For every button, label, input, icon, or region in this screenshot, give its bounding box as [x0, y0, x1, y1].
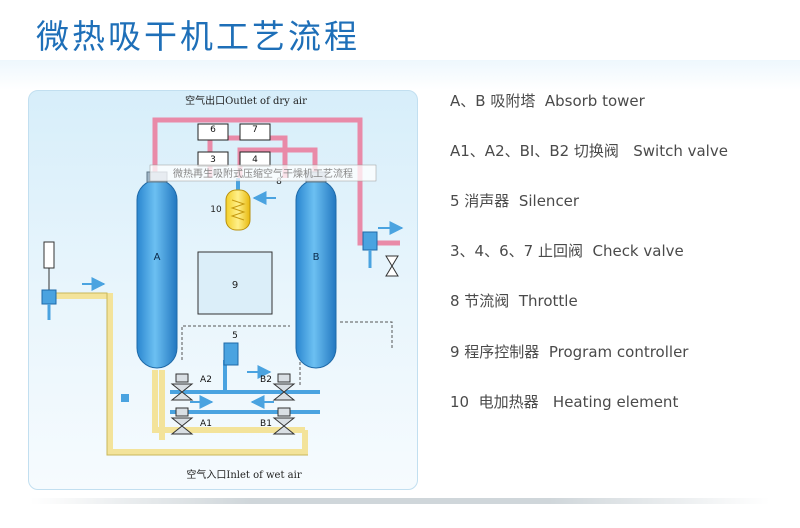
outlet-label: 空气出口Outlet of dry air — [185, 94, 307, 107]
valve-3-label: 3 — [210, 155, 216, 165]
valve-7-label: 7 — [252, 125, 258, 135]
inlet-branch-pipe — [152, 370, 305, 433]
tower-a — [136, 171, 178, 369]
silencer-label: 5 — [232, 331, 238, 341]
legend-item: A、B 吸附塔 Absorb tower — [450, 92, 645, 110]
legend-item: 5 消声器 Silencer — [450, 192, 580, 210]
header-band — [0, 60, 800, 90]
switch-valves — [170, 373, 296, 435]
tower-b-label: B — [313, 252, 320, 263]
valve-b2-label: B2 — [260, 375, 272, 385]
legend-item: 3、4、6、7 止回阀 Check valve — [450, 242, 684, 260]
inlet-gauge — [41, 241, 57, 320]
valve-6-label: 6 — [210, 125, 216, 135]
legend-item: A1、A2、BI、B2 切换阀 Switch valve — [450, 142, 728, 160]
page-title: 微热吸干机工艺流程 — [36, 17, 360, 56]
throttle-label: 8 — [276, 177, 282, 187]
heater-label: 10 — [210, 205, 222, 215]
inlet-pipe — [52, 293, 308, 455]
silencer — [223, 342, 239, 366]
valve-b1-label: B1 — [260, 419, 272, 429]
valve-4-label: 4 — [252, 155, 258, 165]
check-valves — [197, 123, 271, 167]
bottom-divider — [30, 498, 770, 504]
program-controller — [197, 251, 273, 315]
drain-indicator — [121, 394, 129, 402]
legend-item: 9 程序控制器 Program controller — [450, 343, 689, 361]
valve-a2-label: A2 — [200, 375, 212, 385]
tower-b — [295, 171, 337, 369]
yellow-pipes — [52, 293, 308, 455]
valve-a1-label: A1 — [200, 419, 212, 429]
inlet-label: 空气入口Inlet of wet air — [186, 468, 301, 481]
outlet-filter — [362, 231, 399, 277]
legend-item: 8 节流阀 Throttle — [450, 292, 578, 310]
controller-label: 9 — [232, 280, 238, 291]
control-lines — [181, 321, 393, 385]
watermark: 微热再生吸附式压缩空气干燥机工艺流程 — [173, 167, 353, 180]
tower-a-label: A — [154, 252, 161, 263]
legend-item: 10 电加热器 Heating element — [450, 393, 679, 411]
